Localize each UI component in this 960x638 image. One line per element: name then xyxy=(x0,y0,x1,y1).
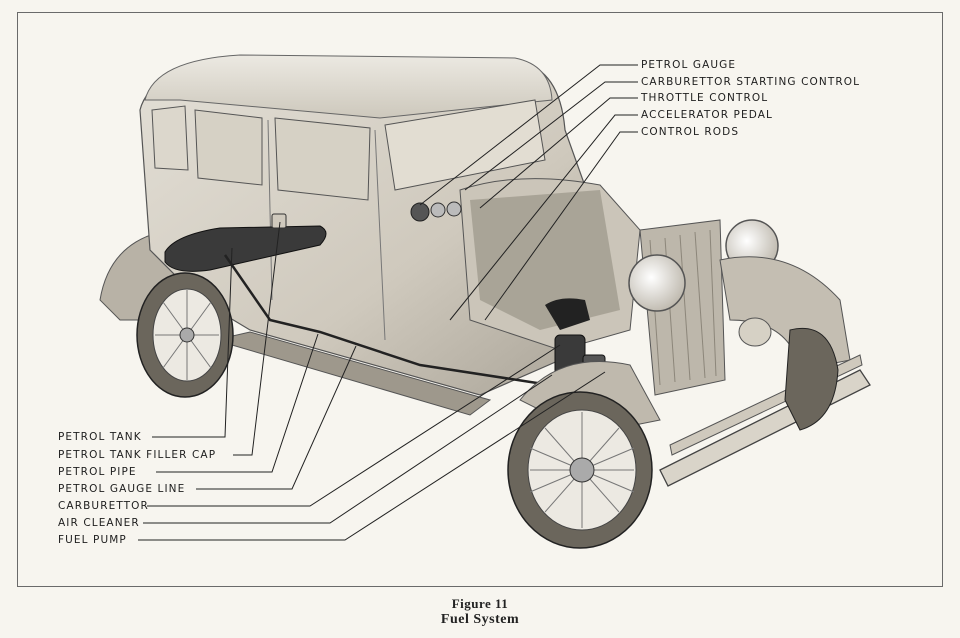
label-carburettor: CARBURETTOR xyxy=(58,500,149,512)
windscreen xyxy=(384,99,546,191)
label-throttle-control: THROTTLE CONTROL xyxy=(641,92,769,104)
label-accelerator-pedal: ACCELERATOR PEDAL xyxy=(641,109,773,121)
side-window-2 xyxy=(274,117,371,201)
label-petrol-tank-filler-cap: PETROL TANK FILLER CAP xyxy=(58,449,217,461)
running-board xyxy=(213,331,492,416)
figure-frame xyxy=(17,12,943,587)
rear-wheel xyxy=(136,272,234,398)
label-petrol-gauge-line: PETROL GAUGE LINE xyxy=(58,483,186,495)
label-air-cleaner: AIR CLEANER xyxy=(58,517,140,529)
figure-title: Fuel System xyxy=(440,612,520,627)
front-wheel xyxy=(507,391,653,549)
rear-window xyxy=(151,105,189,171)
label-petrol-gauge: PETROL GAUGE xyxy=(641,59,737,71)
headlamp-left xyxy=(628,254,686,312)
label-carburettor-starting-control: CARBURETTOR STARTING CONTROL xyxy=(641,76,861,88)
figure-number: Figure 11 xyxy=(451,596,509,611)
car-roof xyxy=(144,54,553,119)
side-window-1 xyxy=(194,109,263,186)
label-petrol-pipe: PETROL PIPE xyxy=(58,466,137,478)
petrol-tank xyxy=(164,225,327,272)
air-cleaner xyxy=(545,298,590,330)
petrol-pipe xyxy=(223,254,551,387)
leader-lines xyxy=(138,64,638,541)
label-fuel-pump: FUEL PUMP xyxy=(58,534,127,546)
label-petrol-tank: PETROL TANK xyxy=(58,431,142,443)
label-control-rods: CONTROL RODS xyxy=(641,126,740,138)
